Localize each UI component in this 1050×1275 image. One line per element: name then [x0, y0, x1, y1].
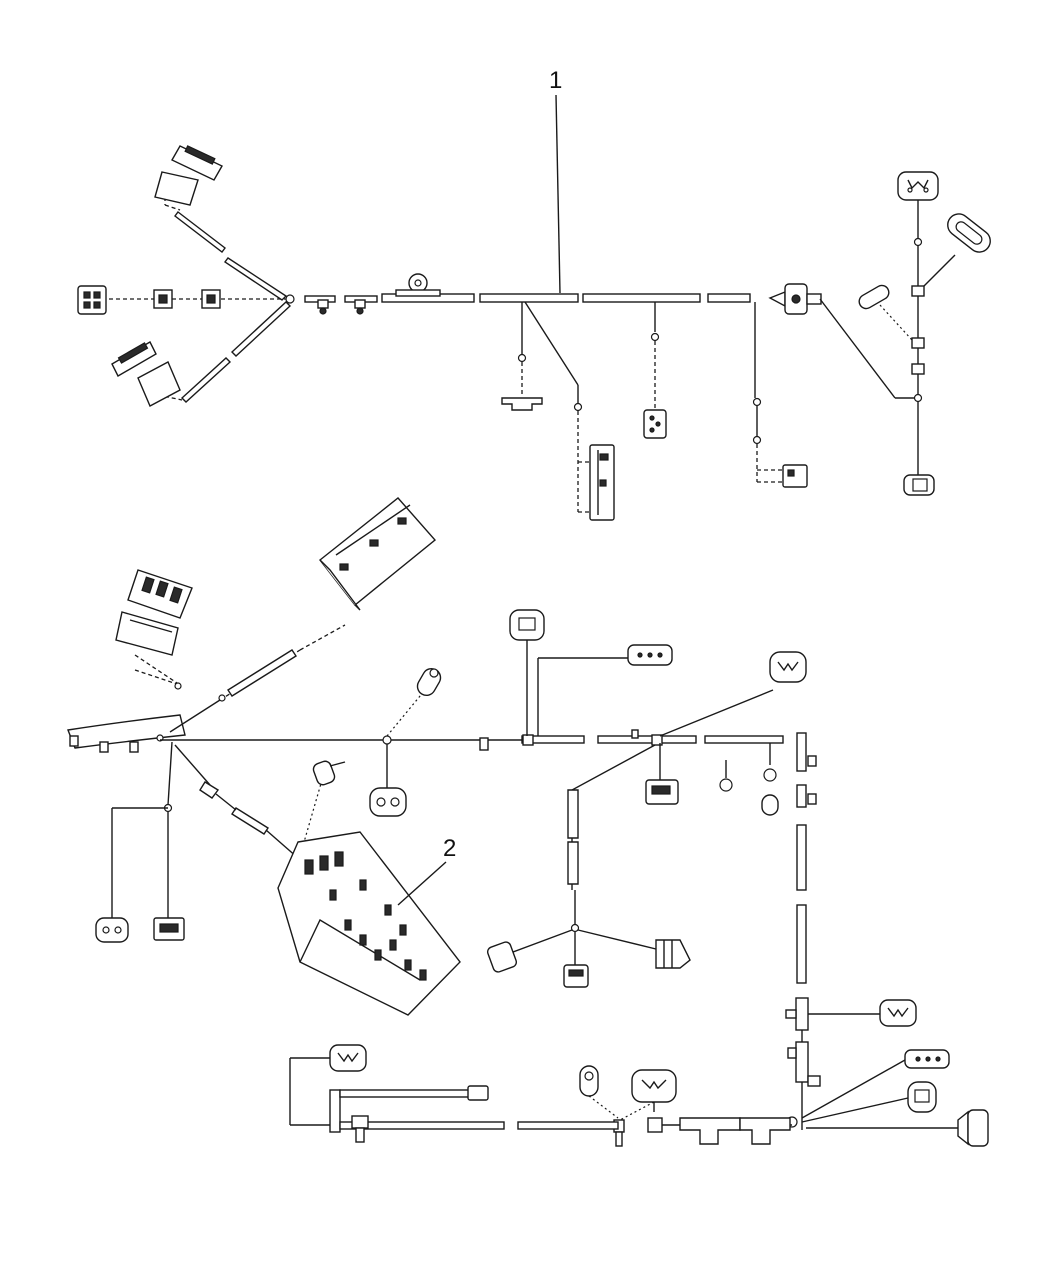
connector-junction-bottom[interactable] — [563, 964, 589, 988]
connector-tall[interactable] — [589, 444, 615, 521]
connector-bottom-left[interactable] — [329, 1044, 367, 1072]
connector-upper-left[interactable] — [154, 145, 223, 206]
clip-main-3[interactable] — [631, 729, 663, 746]
connector-bl-1[interactable] — [95, 917, 129, 943]
tee-bottom-1[interactable] — [679, 1117, 741, 1145]
fuse-module[interactable] — [319, 497, 437, 611]
connector-bl-2[interactable] — [153, 917, 185, 941]
connector-junction-left[interactable] — [486, 941, 518, 974]
relay-block[interactable] — [115, 569, 193, 690]
fuse-box[interactable] — [277, 831, 461, 1016]
connector-right-bottom[interactable] — [903, 474, 935, 496]
callout-2-label: 2 — [443, 835, 456, 862]
callout-1: 1 — [549, 67, 562, 294]
connector-top-mid[interactable] — [509, 609, 545, 641]
clip-right-3[interactable] — [911, 363, 925, 375]
clip-right-2[interactable] — [911, 337, 925, 349]
tee-bottom-2[interactable] — [739, 1117, 791, 1145]
connector-right-1[interactable] — [879, 999, 917, 1027]
ring-terminal-mid[interactable] — [414, 665, 444, 698]
connector-right-3[interactable] — [907, 1081, 937, 1113]
connector-lower-mid[interactable] — [369, 787, 407, 817]
harness-2: 2 — [67, 497, 989, 1147]
clip-bottom[interactable] — [647, 1117, 663, 1133]
connector-upper-right-mid[interactable] — [769, 651, 807, 683]
ring-terminal-bottom[interactable] — [579, 1065, 619, 1119]
sensor-plug[interactable] — [312, 760, 346, 787]
grommet-far-right[interactable] — [957, 1109, 989, 1147]
bracket-left[interactable] — [67, 714, 186, 753]
connector-junction-right[interactable] — [655, 939, 691, 969]
connector-cap[interactable] — [761, 794, 779, 816]
tee-fitting-2[interactable] — [787, 1041, 821, 1087]
connector-lower-left[interactable] — [111, 341, 181, 407]
connector-bottom-center[interactable] — [631, 1069, 677, 1103]
connector-bottom-left-end[interactable] — [467, 1085, 489, 1101]
callout-1-label: 1 — [549, 67, 562, 94]
ring-terminal-top[interactable] — [395, 273, 441, 297]
connector-left-end[interactable] — [77, 285, 107, 315]
clip-right-1[interactable] — [911, 285, 925, 297]
grommet-right[interactable] — [768, 283, 822, 315]
connector-right-oval[interactable] — [921, 210, 995, 289]
connector-right-top[interactable] — [897, 171, 939, 201]
clip-b[interactable] — [354, 299, 366, 315]
connector-mid[interactable] — [643, 409, 667, 439]
tee-fitting-1[interactable] — [785, 997, 809, 1031]
connector-right-small[interactable] — [782, 464, 808, 488]
harness-1: 1 — [77, 67, 995, 521]
bolt-bottom-left[interactable] — [351, 1115, 369, 1143]
clip-main-1[interactable] — [479, 737, 489, 751]
grommet-square-a[interactable] — [153, 289, 173, 309]
connector-oval-side[interactable] — [857, 283, 913, 341]
connector-right-2[interactable] — [904, 1049, 950, 1069]
connector-t-clip[interactable] — [501, 397, 543, 411]
connector-3pin[interactable] — [627, 644, 673, 666]
grommet-square-b[interactable] — [201, 289, 221, 309]
clip-main-2[interactable] — [522, 734, 534, 746]
callout-2: 2 — [397, 835, 456, 906]
connector-below-mid[interactable] — [645, 779, 679, 805]
clip-a[interactable] — [317, 299, 329, 315]
